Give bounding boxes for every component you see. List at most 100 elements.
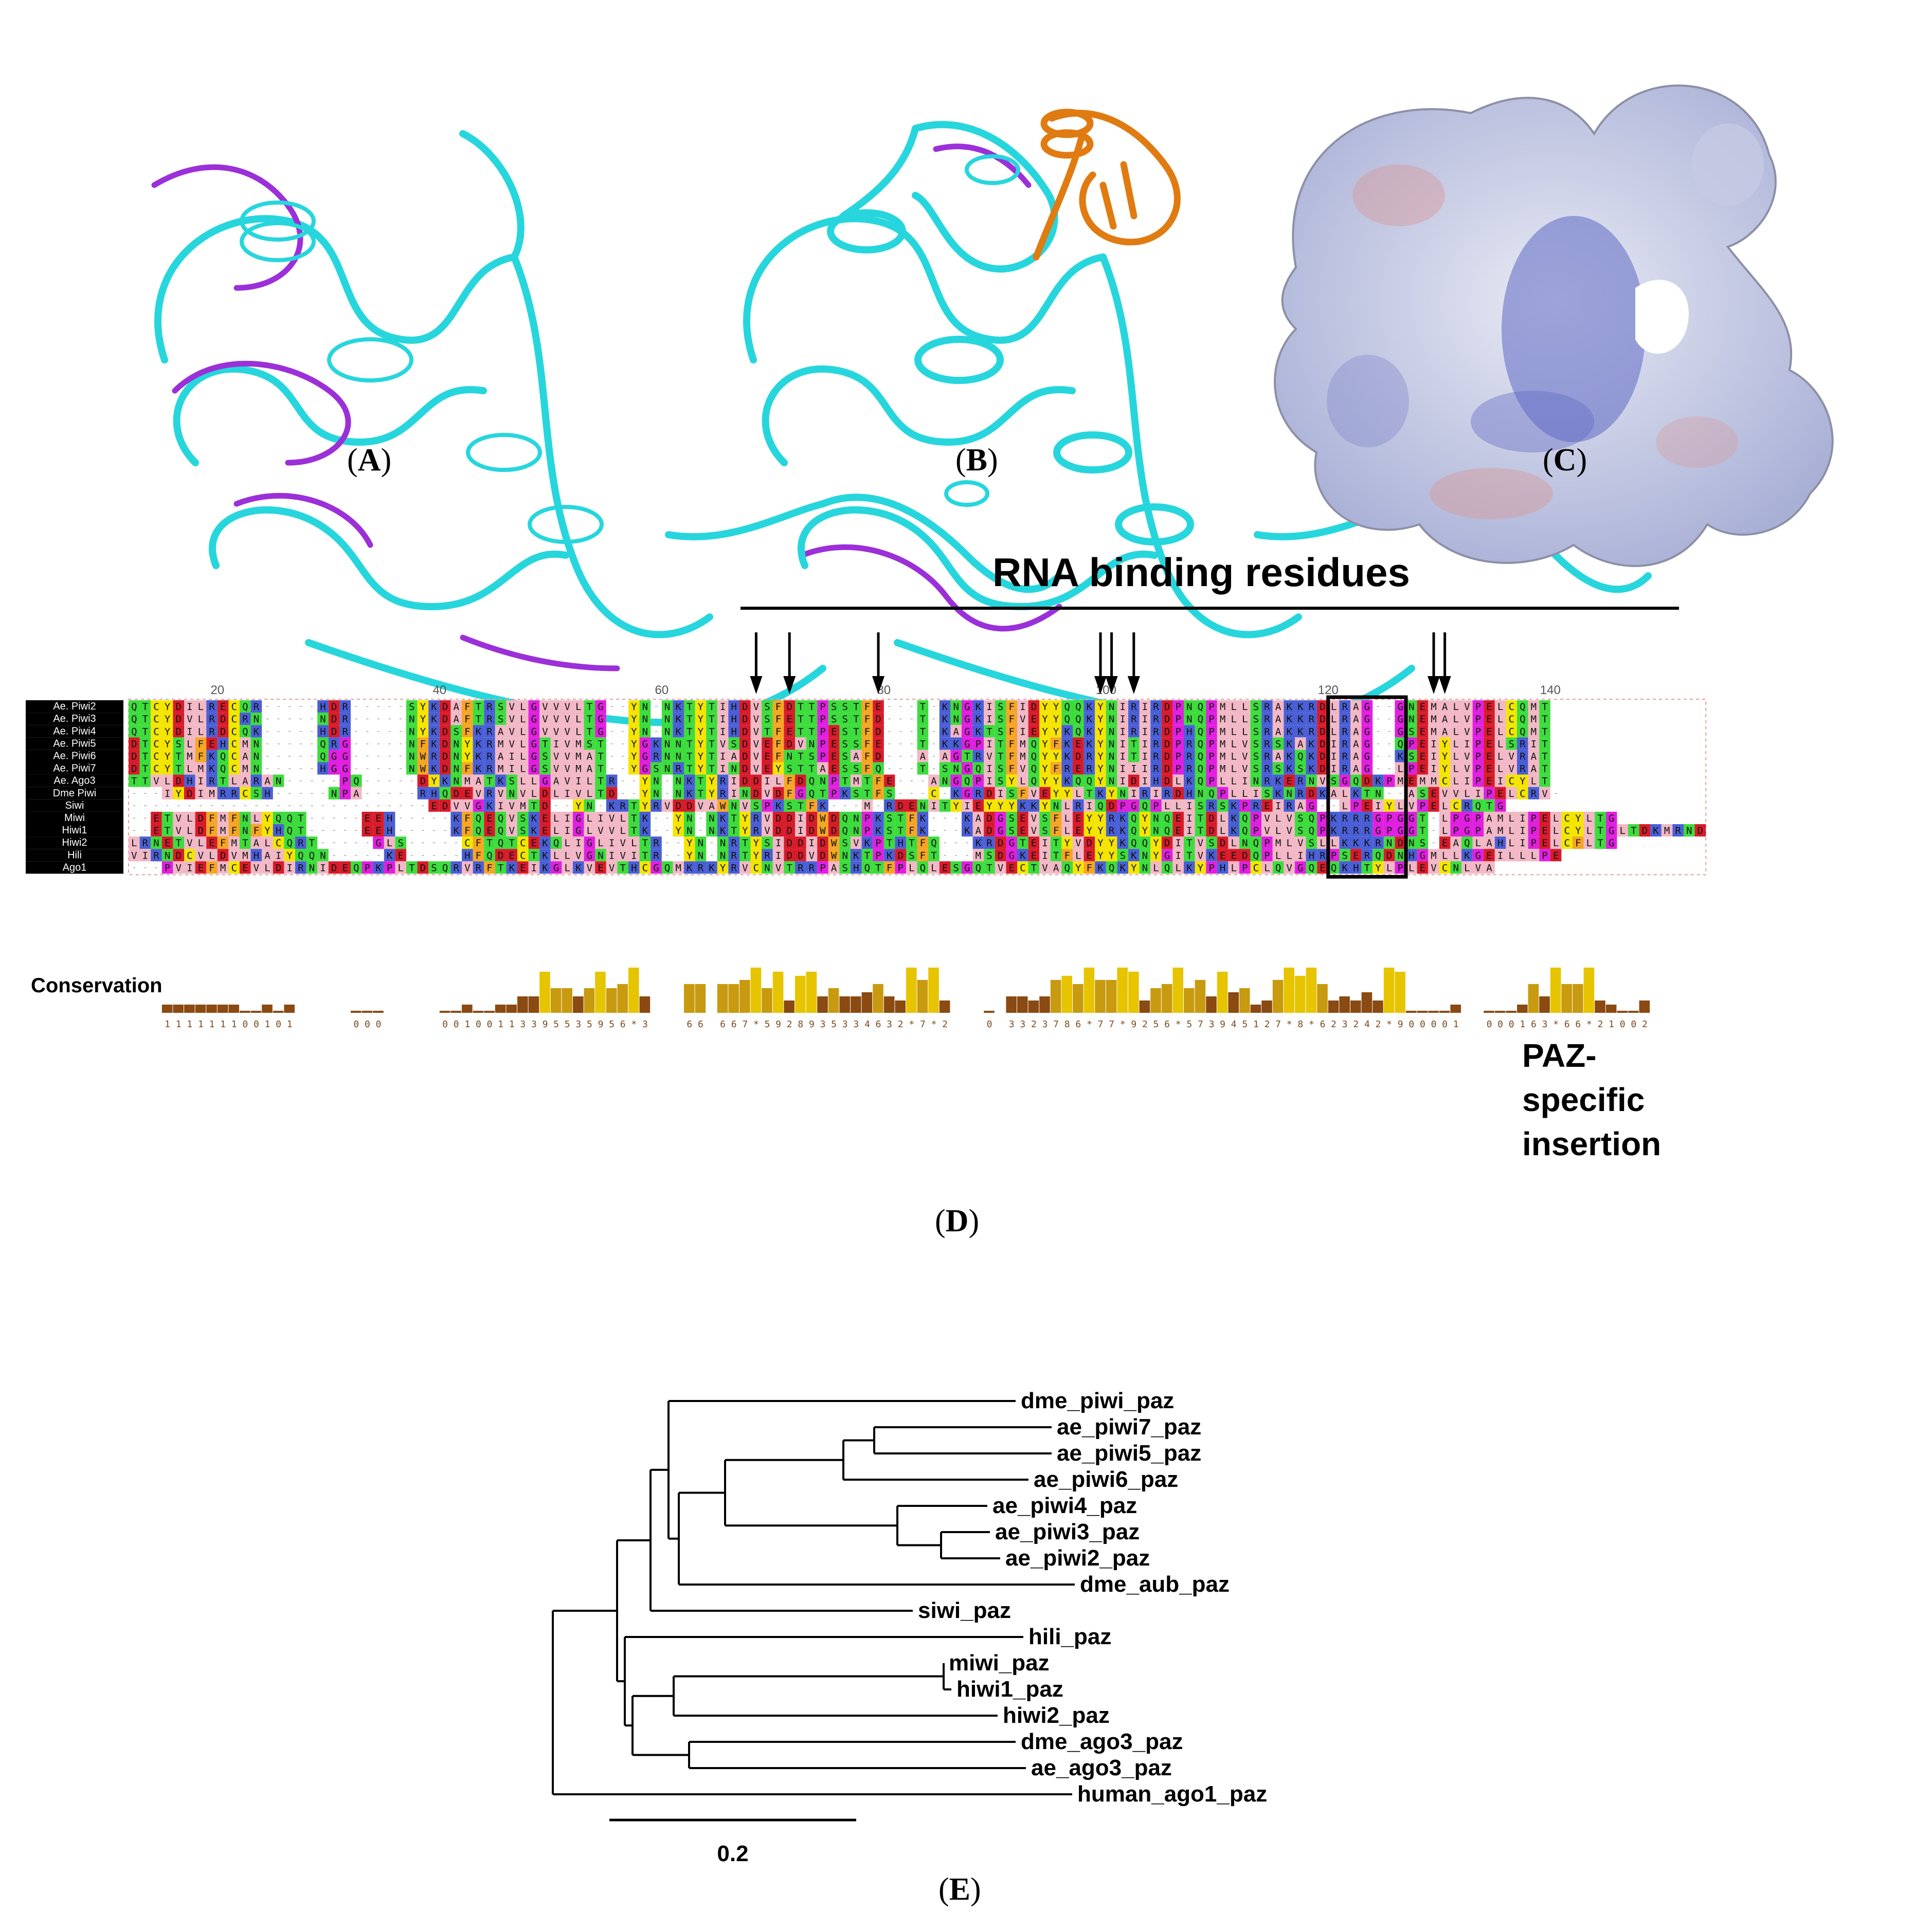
residue-letter: S bbox=[998, 726, 1003, 737]
residue-cell bbox=[817, 737, 828, 750]
gap-char: - bbox=[387, 726, 392, 736]
residue-cell bbox=[584, 750, 595, 762]
residue-letter: Q bbox=[976, 763, 981, 775]
gap-char: - bbox=[443, 825, 448, 835]
gap-char: - bbox=[310, 813, 315, 823]
residue-cell bbox=[1350, 700, 1362, 713]
conservation-score: 8 bbox=[1297, 1019, 1303, 1030]
residue-cell bbox=[1217, 700, 1229, 713]
residue-letter: R bbox=[1520, 738, 1526, 750]
conservation-bar bbox=[639, 996, 651, 1013]
residue-letter: P bbox=[1409, 738, 1414, 750]
conservation-bar bbox=[273, 1011, 284, 1013]
residue-cell bbox=[784, 750, 795, 762]
residue-cell bbox=[1517, 700, 1528, 713]
gap-char: - bbox=[1398, 788, 1403, 798]
residue-letter: N bbox=[1253, 776, 1259, 787]
gap-char: - bbox=[631, 788, 637, 798]
residue-cell bbox=[517, 762, 529, 775]
residue-letter: N bbox=[853, 813, 859, 824]
residue-letter: A bbox=[254, 838, 260, 849]
residue-cell bbox=[1073, 713, 1084, 725]
residue-letter: L bbox=[1409, 862, 1414, 873]
residue-letter: A bbox=[853, 751, 859, 762]
residue-cell bbox=[695, 750, 707, 762]
residue-cell bbox=[995, 737, 1006, 750]
residue-letter: L bbox=[1586, 825, 1592, 836]
residue-letter: Y bbox=[1097, 838, 1104, 849]
residue-cell bbox=[1517, 750, 1528, 762]
residue-cell bbox=[495, 762, 507, 775]
residue-letter: M bbox=[1275, 838, 1281, 849]
gap-char: - bbox=[287, 701, 292, 711]
conservation-bar bbox=[1383, 968, 1395, 1013]
residue-cell bbox=[828, 713, 840, 725]
residue-cell bbox=[1306, 713, 1317, 725]
residue-letter: D bbox=[331, 714, 337, 725]
gap-char: - bbox=[1387, 788, 1392, 798]
residue-letter: D bbox=[442, 726, 448, 737]
gap-char: - bbox=[354, 813, 359, 823]
residue-letter: K bbox=[509, 862, 515, 873]
residue-cell bbox=[1250, 750, 1262, 762]
residue-letter: V bbox=[1297, 838, 1303, 849]
residue-letter: E bbox=[342, 862, 348, 873]
residue-letter: V bbox=[175, 862, 181, 873]
conservation-score: * bbox=[1176, 1019, 1181, 1030]
residue-letter: I bbox=[498, 800, 503, 812]
residue-cell bbox=[1439, 762, 1451, 775]
residue-letter: Y bbox=[1097, 714, 1104, 725]
residue-letter: G bbox=[953, 776, 959, 787]
residue-letter: R bbox=[1675, 825, 1681, 836]
residue-cell bbox=[962, 737, 973, 750]
residue-letter: G bbox=[1397, 701, 1403, 713]
residue-cell bbox=[1139, 737, 1151, 750]
gap-char: - bbox=[387, 800, 392, 810]
gap-char: - bbox=[409, 776, 414, 786]
residue-letter: R bbox=[1142, 788, 1148, 799]
gap-char: - bbox=[265, 800, 270, 810]
residue-letter: L bbox=[1508, 850, 1514, 861]
gap-char: - bbox=[431, 850, 437, 860]
residue-cell bbox=[1350, 750, 1362, 762]
residue-letter: V bbox=[853, 838, 859, 849]
residue-cell bbox=[839, 713, 851, 725]
residue-cell bbox=[628, 725, 640, 738]
residue-letter: F bbox=[909, 813, 914, 824]
residue-letter: K bbox=[1286, 714, 1292, 725]
residue-letter: F bbox=[198, 751, 204, 762]
residue-letter: N bbox=[664, 763, 670, 775]
gap-char: - bbox=[298, 701, 303, 711]
conservation-bar bbox=[584, 988, 595, 1013]
residue-letter: K bbox=[775, 800, 782, 812]
residue-letter: Q bbox=[1142, 800, 1148, 812]
residue-letter: T bbox=[1542, 738, 1547, 750]
residue-cell bbox=[750, 762, 762, 775]
residue-letter: I bbox=[798, 825, 803, 836]
panel-label-d: (D) bbox=[935, 1204, 980, 1239]
residue-cell bbox=[184, 774, 195, 787]
residue-letter: T bbox=[798, 800, 803, 812]
residue-letter: N bbox=[653, 776, 659, 787]
residue-cell bbox=[1061, 762, 1073, 775]
residue-letter: V bbox=[764, 788, 770, 799]
residue-letter: L bbox=[564, 862, 570, 873]
residue-cell bbox=[1017, 762, 1028, 775]
residue-letter: Y bbox=[464, 751, 471, 762]
residue-letter: L bbox=[1619, 825, 1625, 836]
residue-letter: L bbox=[187, 738, 192, 750]
gap-char: - bbox=[654, 813, 659, 823]
residue-letter: G bbox=[531, 751, 537, 762]
residue-letter: M bbox=[864, 800, 870, 812]
conservation-score: 0 bbox=[242, 1019, 248, 1030]
residue-letter: R bbox=[1342, 726, 1348, 737]
residue-letter: N bbox=[587, 800, 592, 812]
residue-letter: N bbox=[720, 838, 726, 849]
residue-cell bbox=[129, 750, 140, 762]
residue-letter: C bbox=[242, 788, 248, 799]
conservation-bar bbox=[517, 996, 528, 1013]
gap-char: - bbox=[443, 850, 448, 860]
residue-cell bbox=[161, 713, 173, 725]
residue-letter: I bbox=[986, 738, 992, 750]
residue-cell bbox=[1472, 713, 1484, 725]
